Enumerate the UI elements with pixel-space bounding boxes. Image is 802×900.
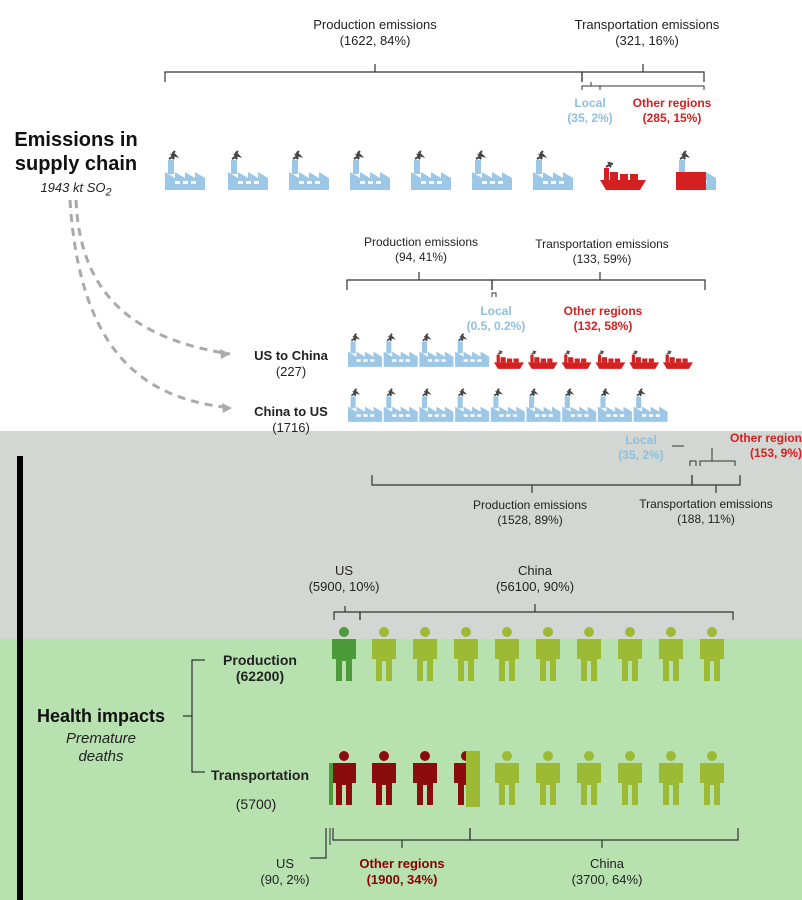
china-to-us-band bbox=[0, 431, 802, 639]
label-text: Other region bbox=[729, 431, 802, 445]
production-bracket bbox=[164, 64, 583, 82]
label-text: China bbox=[590, 856, 624, 871]
label-text: Production bbox=[223, 652, 297, 668]
route-name: China to US bbox=[254, 404, 328, 419]
cus-transportation-label: Transportation emissions (188, 11%) bbox=[628, 497, 784, 527]
total-subscript: 2 bbox=[105, 186, 112, 199]
label-value: (133, 59%) bbox=[572, 252, 632, 266]
transportation-bracket bbox=[581, 64, 705, 82]
label-value: (3700, 64%) bbox=[571, 872, 643, 887]
usc-transportation-label: Transportation emissions (133, 59%) bbox=[522, 237, 682, 267]
title-line-1: Emissions in bbox=[14, 129, 138, 151]
label-text: Other regions bbox=[359, 856, 445, 871]
sc-transportation-label: Transportation emissions (321, 16%) bbox=[560, 17, 734, 49]
label-value: (1528, 89%) bbox=[497, 513, 563, 527]
cus-production-label: Production emissions (1528, 89%) bbox=[455, 498, 605, 528]
label-text: Other regions bbox=[563, 304, 643, 318]
usc-production-label: Production emissions (94, 41%) bbox=[346, 235, 496, 265]
total-value: 1943 kt SO bbox=[40, 180, 106, 195]
route-name: US to China bbox=[254, 348, 328, 363]
label-text: Transportation emissions bbox=[639, 497, 773, 511]
sc-local-label: Local (35, 2%) bbox=[562, 96, 618, 126]
cus-other-regions-label: Other region (153, 9%) bbox=[716, 431, 802, 461]
label-text: US bbox=[275, 856, 295, 871]
label-text: Local bbox=[574, 96, 606, 110]
health-production-label: Production (62200) bbox=[206, 652, 314, 684]
person-icon-row-transportation bbox=[332, 751, 724, 805]
health-trans-us-label: US (90, 2%) bbox=[250, 856, 320, 888]
label-text: Transportation emissions bbox=[574, 17, 720, 32]
sc-production-label: Production emissions (1622, 84%) bbox=[300, 17, 450, 49]
route-total: (1716) bbox=[272, 420, 310, 435]
cus-local-label: Local (35, 2%) bbox=[612, 433, 670, 463]
china-to-us-route: China to US (1716) bbox=[236, 404, 346, 436]
label-text: Local bbox=[480, 304, 512, 318]
factory-icon-row bbox=[164, 150, 574, 191]
cargo-ship-icon bbox=[599, 162, 647, 191]
health-transportation-label: Transportation bbox=[198, 767, 322, 783]
left-divider-bar bbox=[17, 456, 23, 900]
label-text: Production emissions bbox=[363, 235, 479, 249]
label-value: (35, 2%) bbox=[567, 111, 613, 125]
health-transportation-total: (5700) bbox=[235, 796, 277, 812]
label-value: (321, 16%) bbox=[615, 33, 679, 48]
label-value: (62200) bbox=[235, 668, 285, 684]
label-value: (188, 11%) bbox=[677, 512, 735, 526]
label-value: (285, 15%) bbox=[642, 111, 702, 125]
supply-chain-title: Emissions in supply chain bbox=[0, 128, 152, 176]
sc-other-regions-label: Other regions (285, 15%) bbox=[622, 96, 722, 126]
label-text: China bbox=[518, 563, 552, 578]
label-value: (0.5, 0.2%) bbox=[466, 319, 526, 333]
subtitle-line-2: deaths bbox=[78, 748, 124, 765]
subtitle-line-1: Premature bbox=[65, 730, 137, 747]
person-icon-row-production bbox=[332, 627, 724, 681]
label-text: Transportation emissions bbox=[535, 237, 669, 251]
supply-chain-total: 1943 kt SO2 bbox=[0, 180, 152, 201]
us-to-china-route: US to China (227) bbox=[236, 348, 346, 380]
label-text: Other regions bbox=[632, 96, 712, 110]
label-text: Local bbox=[625, 433, 657, 447]
health-title: Health impacts bbox=[36, 706, 166, 726]
label-value: (1900, 34%) bbox=[366, 872, 438, 887]
health-prod-us-label: US (5900, 10%) bbox=[296, 563, 392, 595]
label-text: US bbox=[334, 563, 354, 578]
label-text: Transportation bbox=[210, 767, 309, 783]
label-value: (56100, 90%) bbox=[495, 579, 575, 594]
health-trans-other-label: Other regions (1900, 34%) bbox=[346, 856, 458, 888]
label-value: (90, 2%) bbox=[260, 872, 310, 887]
health-prod-china-label: China (56100, 90%) bbox=[480, 563, 590, 595]
health-trans-china-label: China (3700, 64%) bbox=[552, 856, 662, 888]
label-value: (132, 58%) bbox=[573, 319, 633, 333]
health-subtitle: Premature deaths bbox=[26, 730, 176, 766]
title-line-2: supply chain bbox=[14, 153, 138, 175]
label-value: (1622, 84%) bbox=[339, 33, 411, 48]
usc-other-regions-label: Other regions (132, 58%) bbox=[550, 304, 656, 334]
usc-local-label: Local (0.5, 0.2%) bbox=[458, 304, 534, 334]
label-value: (94, 41%) bbox=[394, 250, 448, 264]
label-value: (153, 9%) bbox=[749, 446, 802, 460]
route-total: (227) bbox=[275, 364, 307, 379]
label-text: Production emissions bbox=[313, 17, 437, 32]
label-value: (5900, 10%) bbox=[308, 579, 380, 594]
label-text: Production emissions bbox=[472, 498, 588, 512]
label-value: (35, 2%) bbox=[618, 448, 664, 462]
